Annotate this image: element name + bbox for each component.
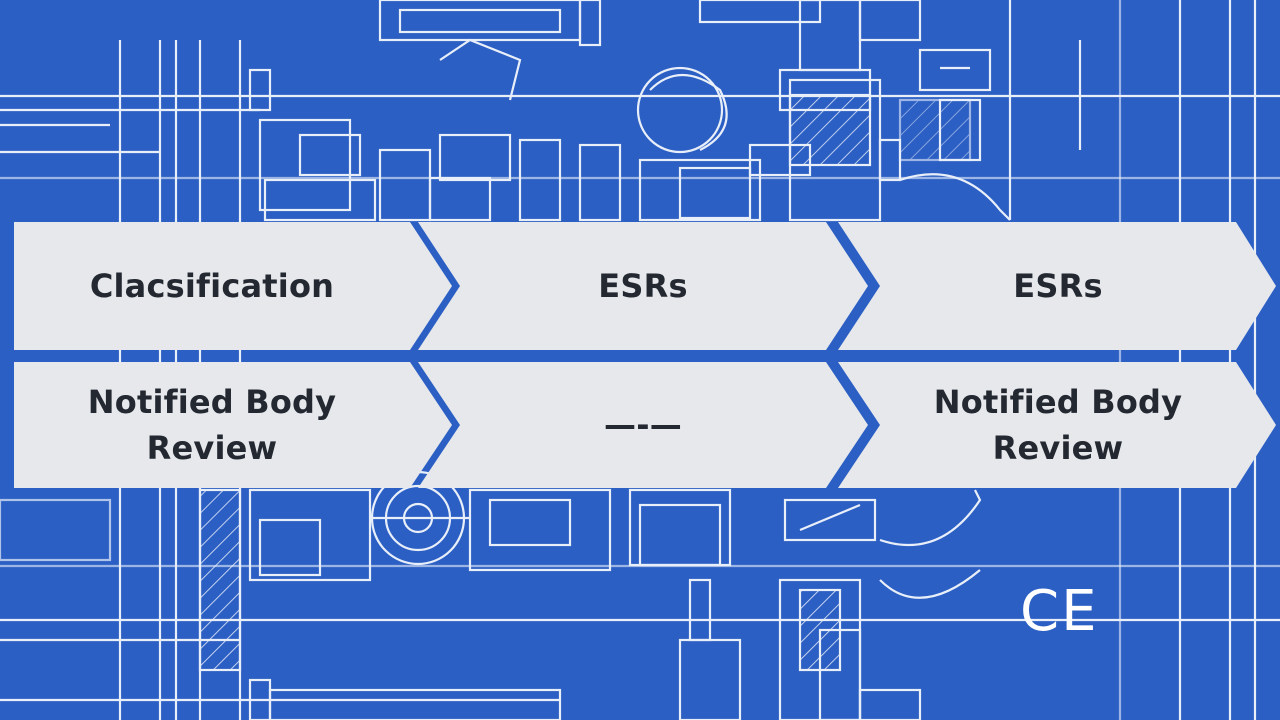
chevron-shape-row1-1 [14,222,452,350]
flow-step-classification: Clacsification [14,222,410,350]
flow-step-label: ESRs [598,267,688,305]
ce-mark: CE [1020,579,1099,644]
flow-step-label: Clacsification [89,267,335,305]
chevron-shape-row2-2 [418,362,868,488]
chevron-shape-row2-3 [838,362,1276,488]
flow-step-label: Notified Body Review [933,383,1183,467]
flow-step-label: ESRs [1013,267,1103,305]
flow-step-placeholder: —-— [460,362,826,488]
chevron-shape-row1-3 [838,222,1276,350]
flow-step-label: —-— [604,406,682,444]
flow-step-esrs-2: ESRs [880,222,1236,350]
flow-step-notified-body-review-2: Notified Body Review [880,362,1236,488]
flow-step-notified-body-review: Notified Body Review [14,362,410,488]
flow-step-label: Notified Body Review [87,383,337,467]
chevron-shape-row2-1 [14,362,452,488]
flow-step-esrs: ESRs [460,222,826,350]
chevron-shape-row1-2 [418,222,868,350]
